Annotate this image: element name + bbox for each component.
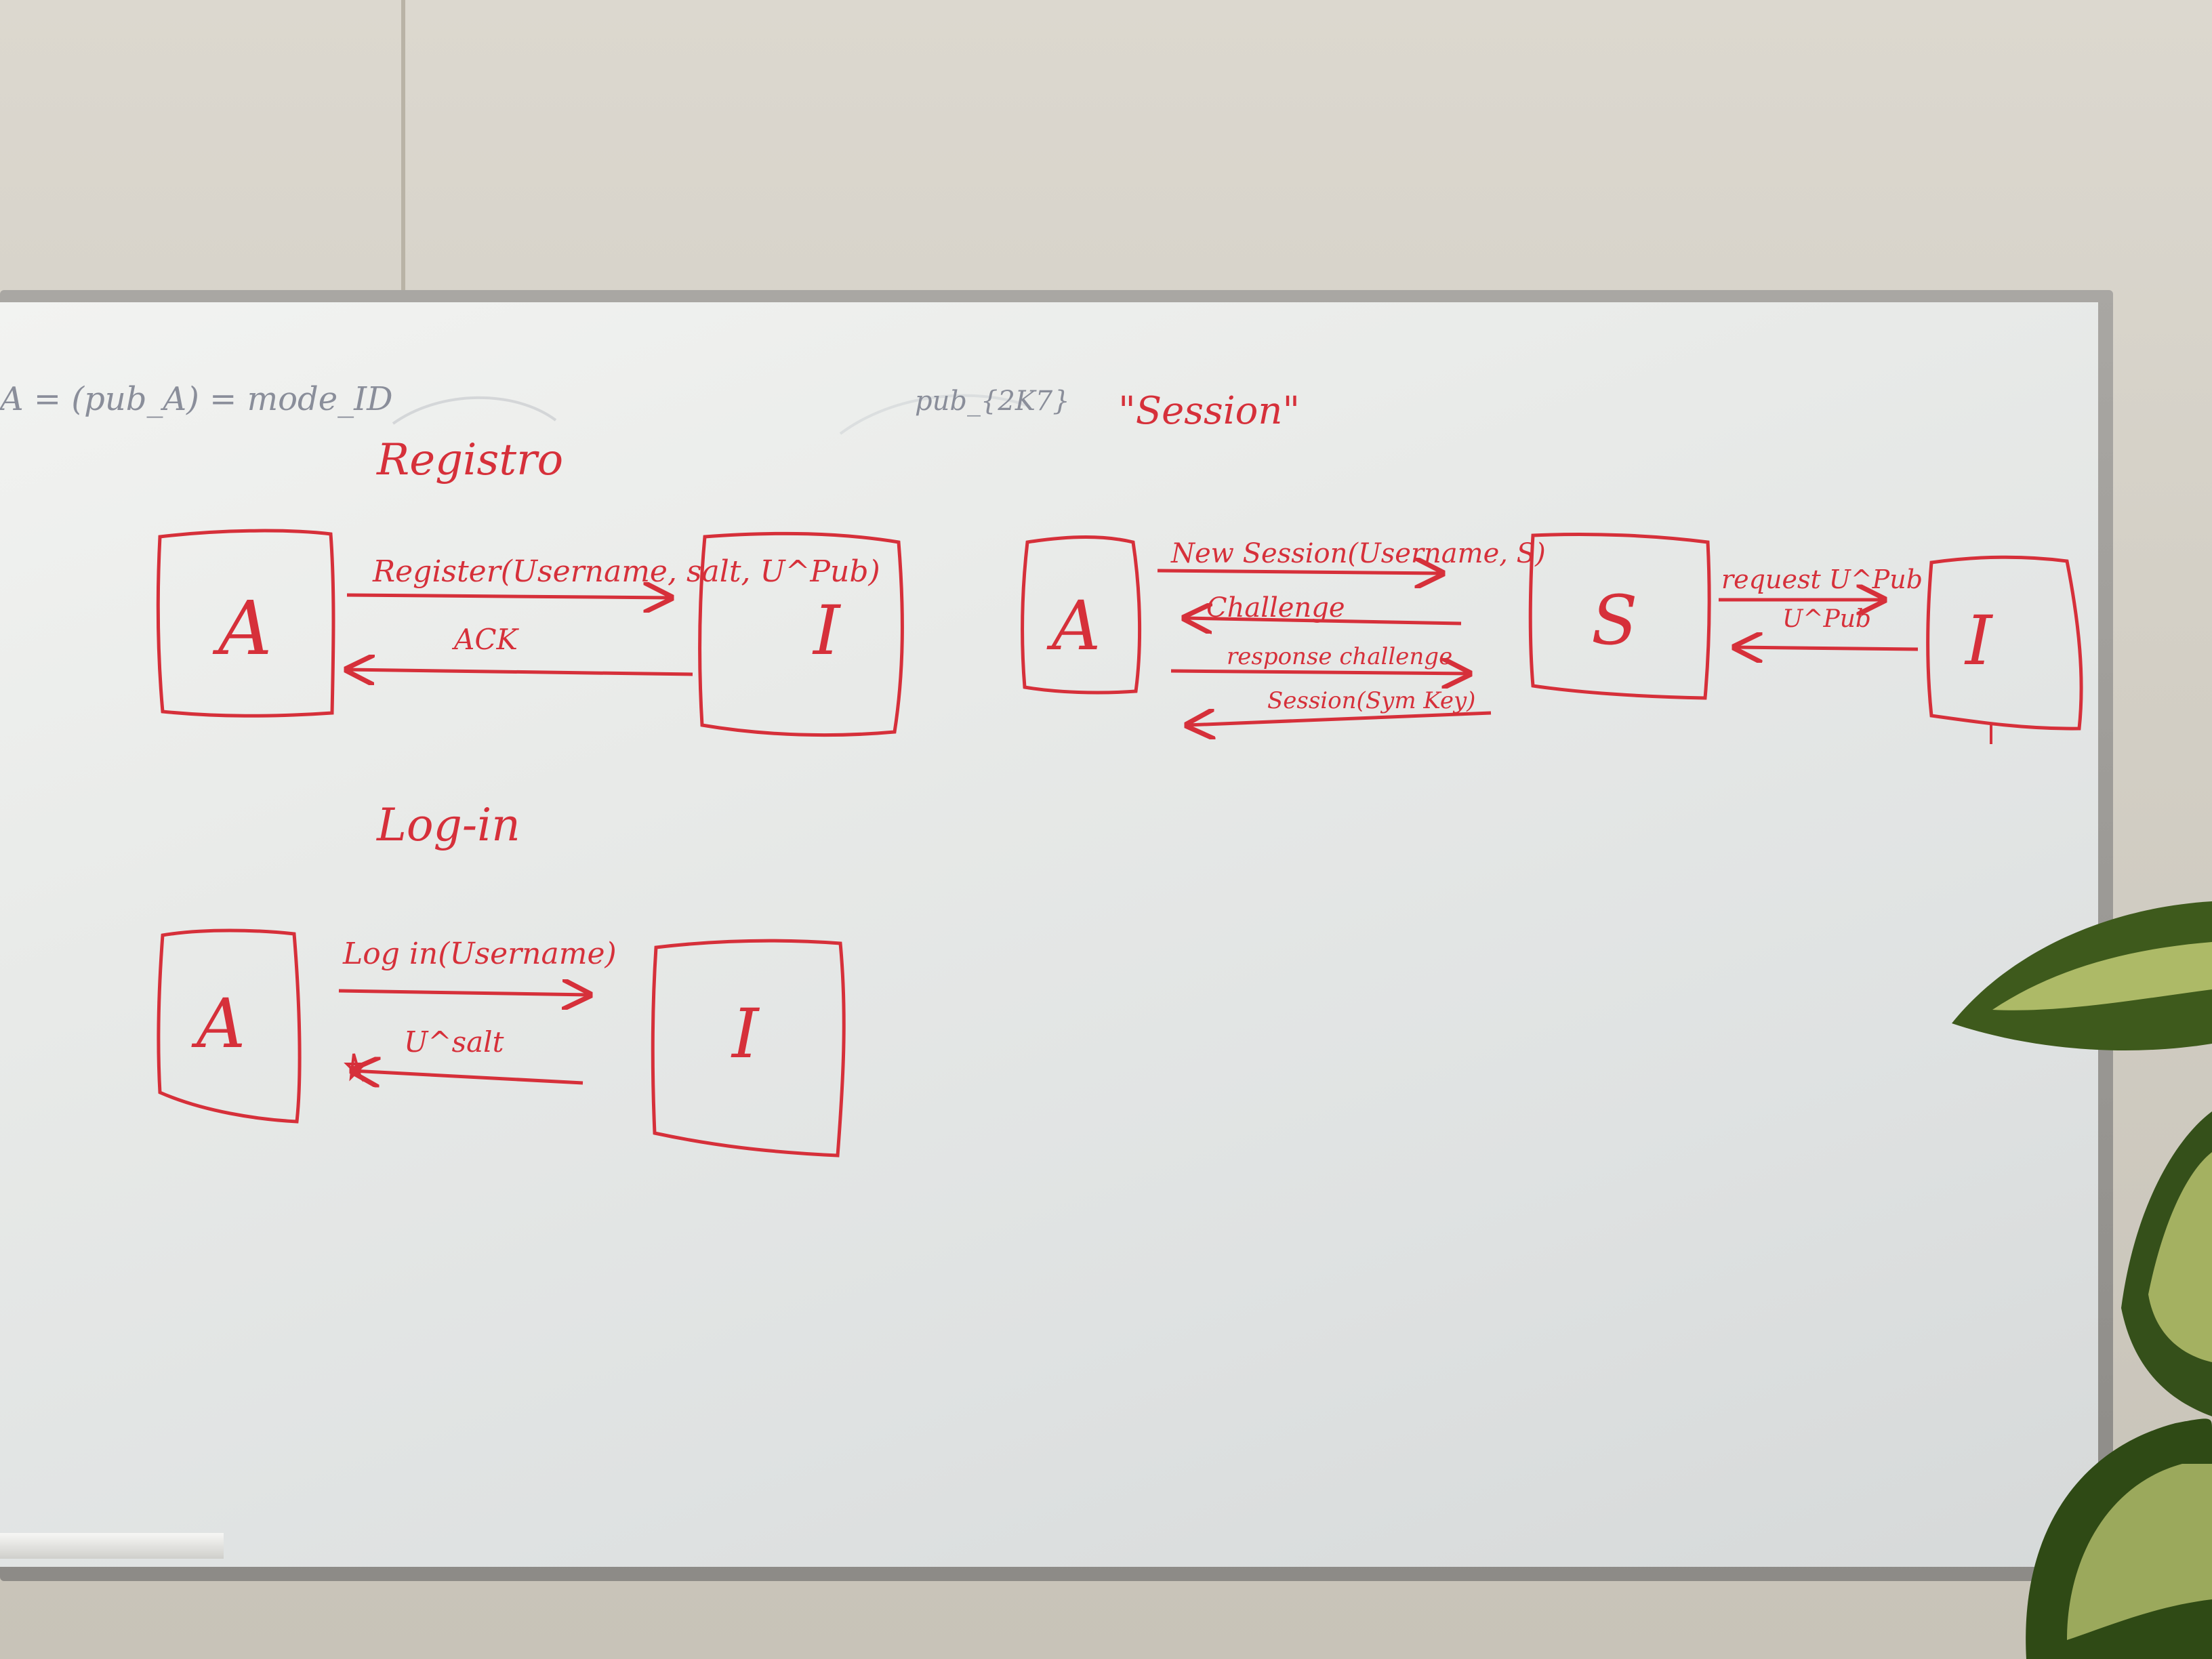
marker-tray [0, 1533, 224, 1559]
session-node-a-box [1021, 535, 1142, 695]
session-message-4: Session(Sym Key) [1267, 687, 1475, 714]
register-arrow-forward [346, 595, 671, 598]
session-message-6: U^Pub [1782, 605, 1871, 633]
erased-mark [392, 396, 557, 425]
session-node-a-label: A [1046, 586, 1101, 665]
register-node-a-box [156, 529, 335, 718]
session-node-s-box [1528, 532, 1711, 700]
session-node-s-label: S [1591, 581, 1638, 660]
session-message-3: response challenge [1227, 643, 1452, 670]
login-node-i-box [651, 939, 846, 1158]
login-node-i-label: I [731, 994, 760, 1073]
login-arrow-back [352, 1071, 583, 1083]
session-arrow-4 [1187, 713, 1492, 725]
register-node-a-label: A [212, 585, 272, 672]
plant-leaf-variegation [1992, 942, 2212, 1010]
session-node-i-box [1926, 555, 2083, 731]
star-mark [344, 1053, 368, 1082]
session-node-i-label: I [1964, 601, 1994, 680]
register-heading: Registro [376, 435, 563, 485]
login-message-forward: Log in(Username) [342, 937, 617, 971]
register-arrow-back [347, 670, 693, 674]
wall-seam [401, 0, 405, 298]
plant-leaf-variegation [2148, 1152, 2212, 1362]
login-node-a-label: A [191, 984, 245, 1063]
top-left-note: A = (pub_A) = mode_ID [0, 380, 393, 418]
login-message-back: U^salt [404, 1025, 504, 1059]
login-heading: Log-in [376, 799, 520, 851]
session-arrow-3 [1170, 671, 1469, 674]
session-arrow-2 [1185, 618, 1462, 623]
top-middle-note: pub_{2K7} [915, 386, 1070, 417]
erased-mark [839, 394, 1031, 435]
whiteboard [0, 302, 2098, 1567]
plant-leaf-variegation [2067, 1464, 2212, 1640]
session-message-1: New Session(Username, S) [1170, 538, 1546, 569]
register-message-forward: Register(Username, salt, U^Pub) [372, 554, 880, 589]
login-arrow-forward [338, 991, 590, 995]
session-heading: "Session" [1118, 389, 1300, 433]
session-message-5: request U^Pub [1721, 565, 1923, 594]
session-arrow-6 [1735, 647, 1919, 649]
register-node-i-label: I [812, 591, 842, 670]
login-node-a-box [157, 928, 302, 1124]
plant [1952, 901, 2212, 1659]
register-node-i-box [698, 531, 904, 737]
session-arrow-1 [1157, 571, 1442, 573]
register-message-back: ACK [451, 623, 519, 656]
